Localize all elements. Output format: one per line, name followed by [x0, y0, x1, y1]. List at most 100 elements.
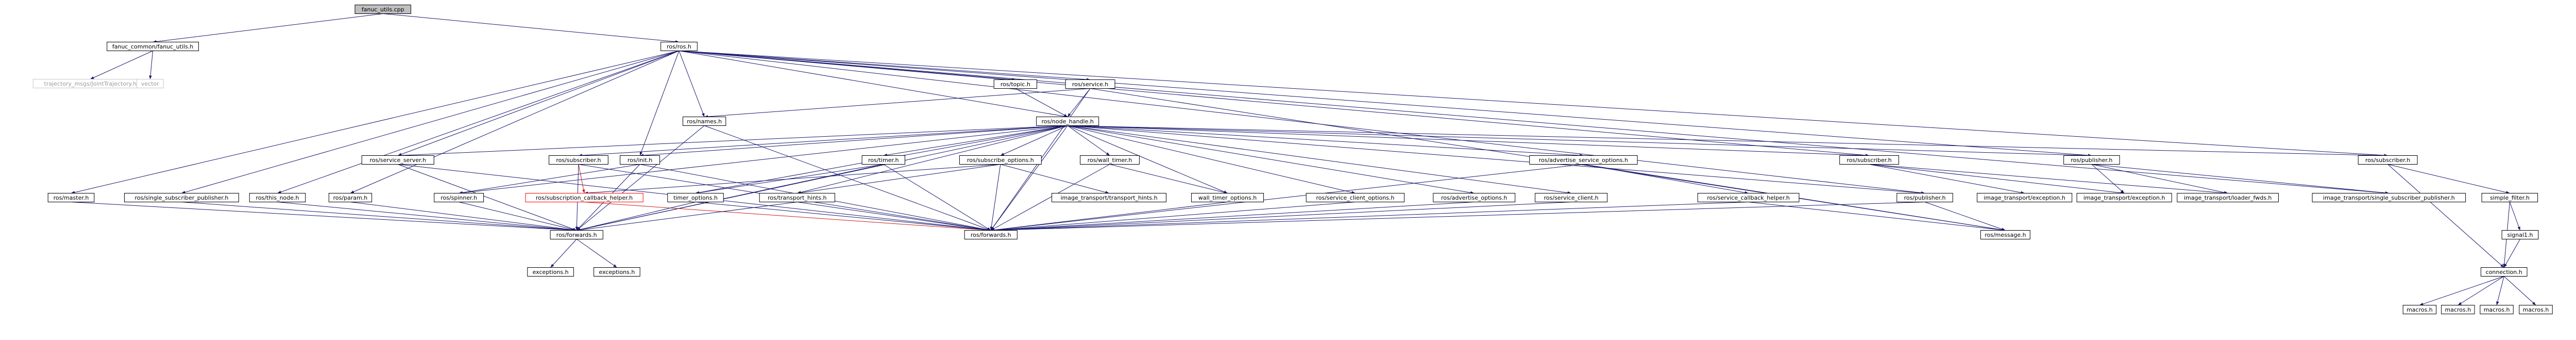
edge-ros-node-handle-h-to-ros-spinner-h: [459, 125, 1068, 195]
edge-ros-subscriber-h-3-to-connection-h: [2387, 164, 2504, 268]
edge-timer-options-h-to-ros-forwards-h-2: [695, 202, 991, 232]
node-ros-names-h[interactable]: ros/names.h: [682, 117, 726, 126]
edge-ros-ros-h-to-ros-service-h: [679, 51, 1091, 81]
node-label: signal1.h: [2507, 232, 2533, 238]
node-label: simple_filter.h: [2490, 195, 2530, 201]
node-ros-forwards-h-2[interactable]: ros/forwards.h: [964, 230, 1018, 239]
node-label: ros/forwards.h: [971, 232, 1011, 238]
node-ros-param-h[interactable]: ros/param.h: [328, 193, 372, 202]
node-macros-h-2[interactable]: macros.h: [2441, 305, 2475, 314]
node-exceptions-h-1[interactable]: exceptions.h: [527, 267, 574, 277]
node-ros-subscriber-h-3[interactable]: ros/subscriber.h: [2358, 155, 2418, 165]
edge-ros-ros-h-to-ros-node-handle-h: [679, 51, 1068, 118]
node-label: ros/service_server.h: [369, 157, 426, 164]
node-label: fanuc_common/fanuc_utils.h: [112, 43, 193, 50]
node-ros-init-h[interactable]: ros/init.h: [620, 155, 660, 165]
node-fanuc-common-fanuc-utils-h[interactable]: fanuc_common/fanuc_utils.h: [107, 42, 199, 51]
node-label: ros/service_client_options.h: [1316, 195, 1394, 201]
edge-connection-h-to-macros-h-2: [2458, 276, 2504, 305]
edge-ros-service-h-to-ros-names-h: [704, 88, 1091, 118]
edge-ros-ros-h-to-image-transport-single-subscriber-publisher-h: [679, 51, 2389, 195]
node-signal1-h[interactable]: signal1.h: [2501, 230, 2539, 239]
node-label: ros/param.h: [333, 195, 368, 201]
node-macros-h-3[interactable]: macros.h: [2480, 305, 2514, 314]
node-ros-advertise-options-h[interactable]: ros/advertise_options.h: [1433, 193, 1516, 202]
edge-ros-node-handle-h-to-ros-publisher-h-2: [1067, 125, 1925, 195]
node-ros-this-node-h[interactable]: ros/this_node.h: [249, 193, 306, 202]
node-macros-h-4[interactable]: macros.h: [2519, 305, 2553, 314]
node-ros-wall-timer-h[interactable]: ros/wall_timer.h: [1080, 155, 1140, 165]
node-ros-timer-h[interactable]: ros/timer.h: [861, 155, 905, 165]
node-ros-master-h[interactable]: ros/master.h: [47, 193, 95, 202]
node-connection-h[interactable]: connection.h: [2480, 267, 2528, 277]
edge-ros-node-handle-h-to-ros-service-client-h: [1067, 125, 1571, 195]
edge-ros-service-client-options-h-to-ros-forwards-h-2: [991, 202, 1355, 232]
node-ros-subscription-callback-helper-h[interactable]: ros/subscription_callback_helper.h: [525, 193, 643, 202]
edge-ros-ros-h-to-ros-subscriber-h-3: [679, 51, 2388, 157]
node-ros-single-subscriber-publisher-h[interactable]: ros/single_subscriber_publisher.h: [124, 193, 239, 202]
edge-ros-node-handle-h-to-wall-timer-options-h: [1067, 125, 1228, 193]
node-image-transport-exception-h-1[interactable]: image_transport/exception.h: [1977, 193, 2073, 202]
node-ros-ros-h[interactable]: ros/ros.h: [660, 42, 698, 51]
node-label: image_transport/exception.h: [1984, 195, 2065, 201]
edge-ros-forwards-h-1-to-exceptions-h-2: [576, 239, 617, 268]
node-label: macros.h: [2484, 306, 2510, 313]
node-label: ros/ros.h: [667, 43, 691, 50]
node-label: ros/spinner.h: [440, 195, 477, 201]
edge-fanuc-common-fanuc-utils-h-to-vector: [149, 51, 154, 79]
node-ros-service-client-h[interactable]: ros/service_client.h: [1535, 193, 1608, 202]
edge-ros-node-handle-h-to-ros-publisher-h-1: [1067, 125, 2092, 157]
node-image-transport-loader-fwds-h[interactable]: image_transport/loader_fwds.h: [2177, 193, 2279, 202]
node-ros-service-callback-helper-h[interactable]: ros/service_callback_helper.h: [1697, 193, 1800, 202]
edge-ros-publisher-h-2-to-ros-message-h: [1924, 202, 2006, 231]
node-ros-service-server-h[interactable]: ros/service_server.h: [361, 155, 434, 165]
edge-ros-node-handle-h-to-ros-forwards-h-2: [990, 125, 1068, 231]
edge-connection-h-to-macros-h-1: [2419, 276, 2504, 305]
node-fanuc-utils-cpp[interactable]: fanuc_utils.cpp: [354, 5, 412, 14]
edge-ros-transport-hints-h-to-ros-forwards-h-2: [797, 202, 991, 232]
node-macros-h-1[interactable]: macros.h: [2402, 305, 2437, 314]
edge-ros-advertise-options-h-to-ros-forwards-h-2: [991, 202, 1475, 232]
node-image-transport-transport-hints-h[interactable]: image_transport/transport_hints.h: [1052, 193, 1167, 202]
node-ros-subscribe-options-h[interactable]: ros/subscribe_options.h: [959, 155, 1042, 165]
node-ros-spinner-h[interactable]: ros/spinner.h: [434, 193, 484, 202]
node-ros-transport-hints-h[interactable]: ros/transport_hints.h: [759, 193, 835, 202]
node-ros-message-h[interactable]: ros/message.h: [1980, 230, 2030, 239]
node-image-transport-single-subscriber-publisher-h[interactable]: image_transport/single_subscriber_publis…: [2312, 193, 2466, 202]
edge-ros-ros-h-to-ros-param-h: [350, 51, 680, 193]
edge-ros-transport-hints-h-to-ros-forwards-h-1: [577, 202, 798, 232]
edge-ros-forwards-h-1-to-exceptions-h-1: [550, 239, 577, 268]
node-ros-topic-h[interactable]: ros/topic.h: [993, 79, 1038, 89]
node-simple-filter-h[interactable]: simple_filter.h: [2481, 193, 2538, 202]
edge-ros-node-handle-h-to-ros-timer-h: [883, 125, 1068, 157]
node-ros-forwards-h-1[interactable]: ros/forwards.h: [550, 230, 603, 239]
node-ros-publisher-h-2[interactable]: ros/publisher.h: [1896, 193, 1953, 202]
edge-ros-node-handle-h-to-ros-subscriber-h-3: [1067, 125, 2388, 157]
node-ros-service-client-options-h[interactable]: ros/service_client_options.h: [1306, 193, 1405, 202]
edge-ros-subscriber-h-2-to-image-transport-exception-h-2: [1869, 164, 2125, 195]
node-ros-advertise-service-options-h[interactable]: ros/advertise_service_options.h: [1529, 155, 1638, 165]
node-image-transport-exception-h-2[interactable]: image_transport/exception.h: [2076, 193, 2172, 202]
node-label: wall_timer_options.h: [1198, 195, 1257, 201]
node-label: image_transport/exception.h: [2083, 195, 2165, 201]
edge-wall-timer-options-h-to-ros-forwards-h-2: [991, 202, 1228, 232]
nodes-layer: fanuc_utils.cpp fanuc_common/fanuc_utils…: [32, 5, 2553, 314]
node-ros-subscriber-h-1[interactable]: ros/subscriber.h: [549, 155, 608, 165]
node-label: ros/single_subscriber_publisher.h: [134, 195, 228, 201]
node-ros-publisher-h-1[interactable]: ros/publisher.h: [2063, 155, 2120, 165]
node-wall-timer-options-h[interactable]: wall_timer_options.h: [1191, 193, 1264, 202]
node-ros-subscriber-h-2[interactable]: ros/subscriber.h: [1839, 155, 1900, 165]
node-ros-node-handle-h[interactable]: ros/node_handle.h: [1036, 117, 1099, 126]
edge-ros-service-h-to-ros-node-handle-h: [1067, 88, 1091, 117]
node-ros-service-h[interactable]: ros/service.h: [1065, 79, 1115, 89]
edge-ros-ros-h-to-ros-names-h: [679, 51, 705, 117]
node-exceptions-h-2[interactable]: exceptions.h: [594, 267, 640, 277]
node-timer-options-h[interactable]: timer_options.h: [667, 193, 724, 202]
edge-ros-param-h-to-ros-forwards-h-1: [350, 202, 577, 232]
node-label: ros/advertise_options.h: [1441, 195, 1507, 201]
node-label: ros/node_handle.h: [1041, 118, 1093, 125]
edge-ros-subscriber-h-2-to-image-transport-exception-h-1: [1869, 164, 2025, 194]
node-label: ros/service.h: [1072, 81, 1108, 88]
edge-signal1-h-to-connection-h: [2503, 239, 2520, 268]
